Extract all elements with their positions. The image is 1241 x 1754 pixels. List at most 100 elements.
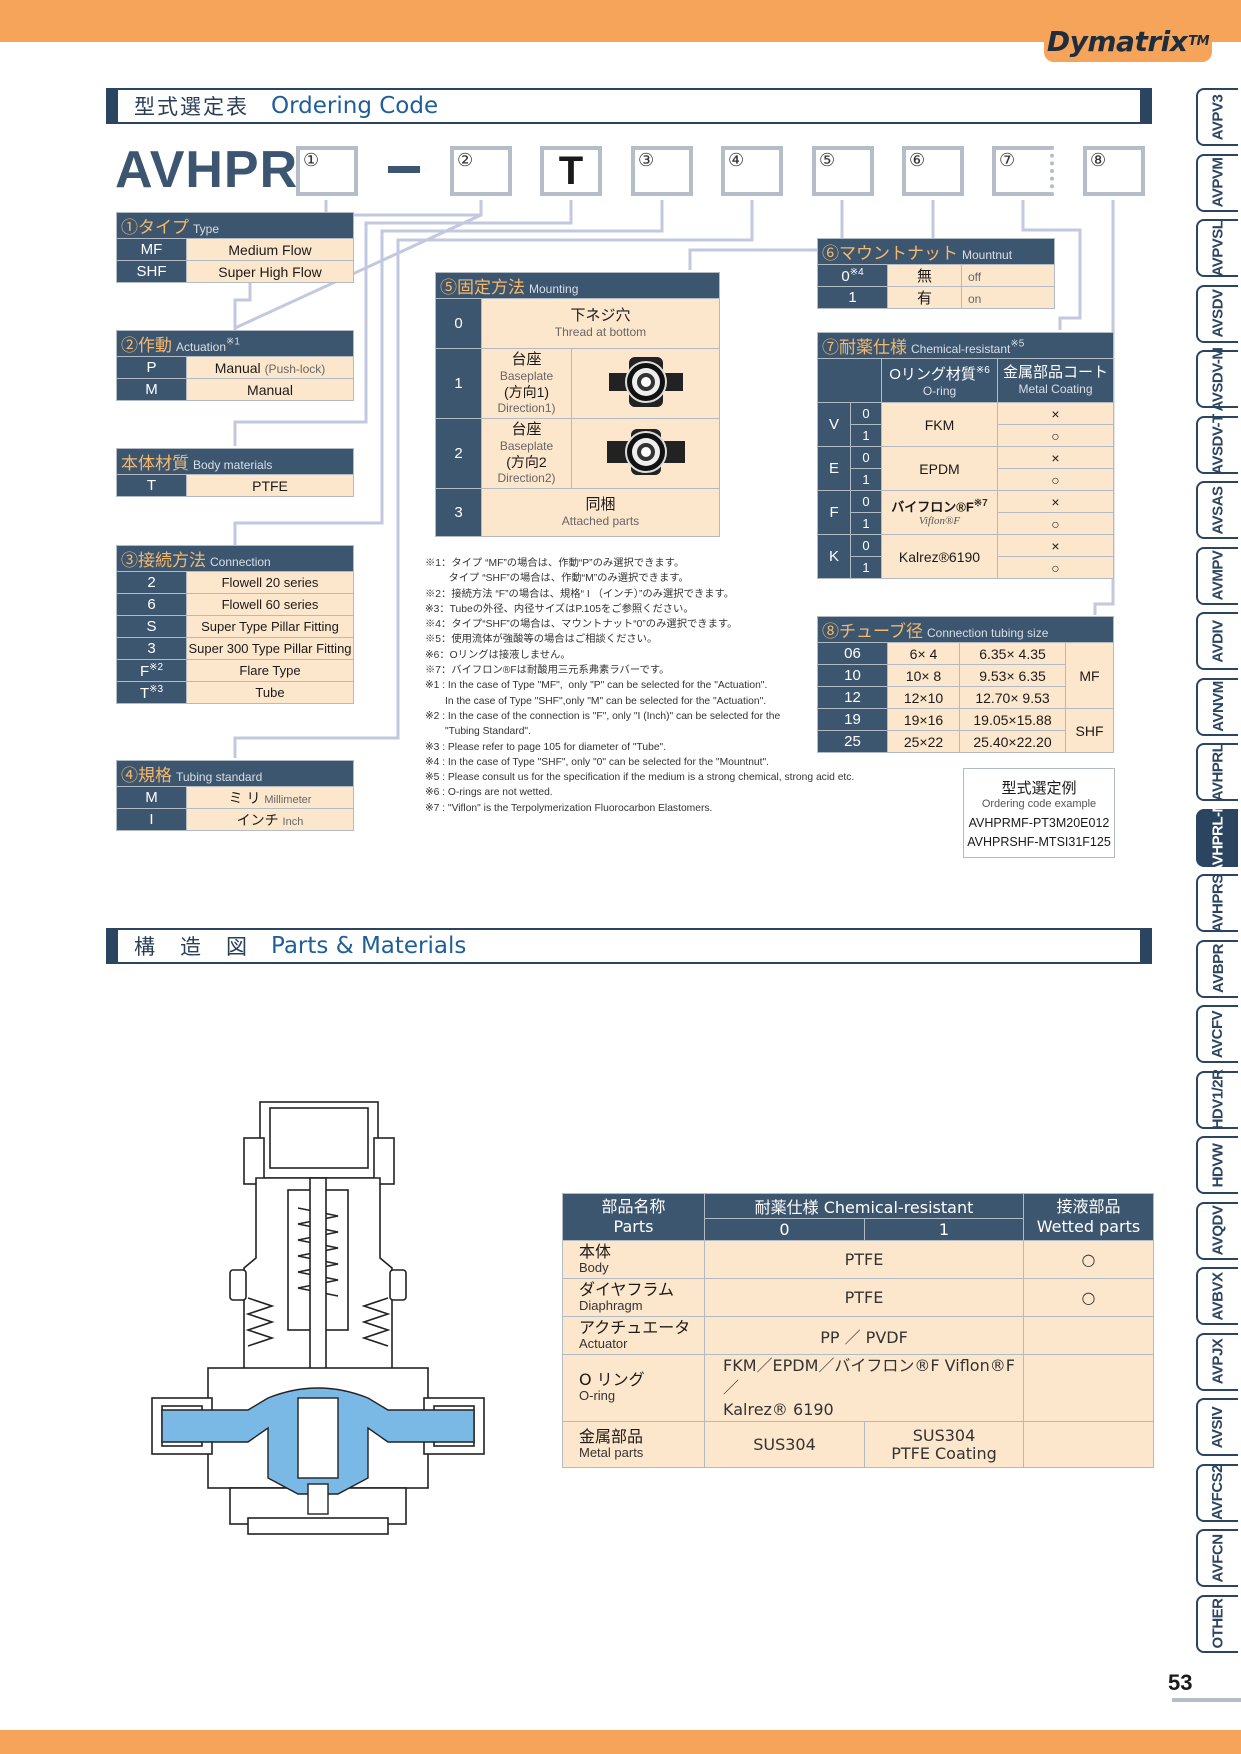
side-tab-hdv1-2r[interactable]: HDV1/2R bbox=[1196, 1069, 1238, 1130]
side-tab-label: HDVW bbox=[1209, 1143, 1227, 1187]
side-tab-label: AVFCS2 bbox=[1209, 1464, 1227, 1521]
side-tab-avpv3[interactable]: AVPV3 bbox=[1196, 88, 1238, 146]
side-tab-avhprl[interactable]: AVHPRL bbox=[1196, 743, 1238, 801]
side-tab-label: AVHPRL-M bbox=[1209, 800, 1227, 875]
side-tab-hdvw[interactable]: HDVW bbox=[1196, 1136, 1238, 1194]
ordering-example-box: 型式選定例 Ordering code example AVHPRMF-PT3M… bbox=[963, 768, 1115, 858]
side-tab-avqdv[interactable]: AVQDV bbox=[1196, 1201, 1238, 1260]
side-tab-avfcn[interactable]: AVFCN bbox=[1196, 1529, 1238, 1587]
side-tab-avmpv[interactable]: AVMPV bbox=[1196, 546, 1238, 605]
side-tab-avfcs2[interactable]: AVFCS2 bbox=[1196, 1463, 1238, 1522]
footnotes: ※1：タイプ “MF”の場合は、作動“P”のみ選択できます。 タイプ “SHF”… bbox=[425, 558, 855, 814]
side-tab-avsas[interactable]: AVSAS bbox=[1196, 481, 1238, 539]
side-tab-label: AVBVX bbox=[1209, 1271, 1227, 1321]
code-box-7: ⑦ bbox=[992, 146, 1054, 196]
side-tab-avsiv[interactable]: AVSIV bbox=[1196, 1398, 1238, 1456]
side-tab-avsdv-t[interactable]: AVSDV-T bbox=[1196, 414, 1238, 475]
side-tab-avbpr[interactable]: AVBPR bbox=[1196, 939, 1238, 998]
side-tab-avcfv[interactable]: AVCFV bbox=[1196, 1005, 1238, 1063]
side-tab-other[interactable]: OTHER bbox=[1196, 1594, 1238, 1653]
side-tab-label: AVFCN bbox=[1209, 1533, 1227, 1583]
side-tab-avbvx[interactable]: AVBVX bbox=[1196, 1267, 1238, 1325]
side-tab-label: OTHER bbox=[1209, 1598, 1227, 1649]
top-band bbox=[0, 0, 1241, 42]
side-tab-avsdv[interactable]: AVSDV bbox=[1196, 284, 1238, 343]
side-tab-label: AVSDV-T bbox=[1209, 414, 1227, 475]
ordering-title-jp: 型式選定表 bbox=[134, 95, 249, 119]
side-tab-label: AVHPRL bbox=[1209, 743, 1227, 801]
side-tab-label: AVSAS bbox=[1209, 485, 1227, 535]
side-tab-label: AVQDV bbox=[1209, 1205, 1227, 1256]
page-number: 53 bbox=[1168, 1670, 1193, 1695]
model-prefix: AVHPR bbox=[115, 141, 299, 199]
code-box-5: ⑤ bbox=[812, 146, 874, 196]
side-tab-label: AVDIV bbox=[1209, 619, 1227, 663]
side-tab-avpvm[interactable]: AVPVM bbox=[1196, 153, 1238, 212]
code-box-8: ⑧ bbox=[1083, 146, 1145, 196]
baseplate-direction2-image bbox=[571, 418, 720, 489]
side-tab-label: AVSDV-M bbox=[1209, 347, 1227, 411]
parts-materials-header: 構 造 図 Parts & Materials bbox=[106, 928, 1152, 964]
code-box-3: ③ bbox=[631, 146, 693, 196]
side-tab-label: AVPVSL bbox=[1209, 220, 1227, 276]
side-tab-label: AVBPR bbox=[1209, 944, 1227, 993]
side-tab-avpvsl[interactable]: AVPVSL bbox=[1196, 219, 1238, 277]
side-tab-avnvm[interactable]: AVNVM bbox=[1196, 677, 1238, 736]
table-row: 1○ bbox=[818, 556, 1114, 579]
valve-cross-section-drawing bbox=[151, 1101, 485, 1535]
side-tab-label: HDV1/2R bbox=[1209, 1069, 1227, 1130]
ordering-code-header: 型式選定表 Ordering Code bbox=[106, 88, 1152, 124]
side-tab-label: AVPJX bbox=[1209, 1338, 1227, 1385]
side-tab-avhprl-m[interactable]: AVHPRL-M bbox=[1196, 800, 1238, 875]
side-tab-avpjx[interactable]: AVPJX bbox=[1196, 1332, 1238, 1391]
code-box-body-material: T bbox=[540, 146, 602, 196]
side-tab-label: AVMPV bbox=[1209, 550, 1227, 601]
side-tab-avsdv-m[interactable]: AVSDV-M bbox=[1196, 347, 1238, 411]
page-number-rule bbox=[1172, 1698, 1241, 1702]
code-box-2: ② bbox=[450, 146, 512, 196]
side-tab-avhprs[interactable]: AVHPRS bbox=[1196, 874, 1238, 932]
side-tab-label: AVSDV bbox=[1209, 289, 1227, 338]
bottom-band bbox=[0, 1730, 1241, 1754]
code-box-4: ④ bbox=[721, 146, 783, 196]
side-tab-avdiv[interactable]: AVDIV bbox=[1196, 612, 1238, 670]
ordering-title-en: Ordering Code bbox=[271, 93, 439, 119]
parts-title-jp: 構 造 図 bbox=[134, 935, 249, 959]
code-box-6: ⑥ bbox=[902, 146, 964, 196]
